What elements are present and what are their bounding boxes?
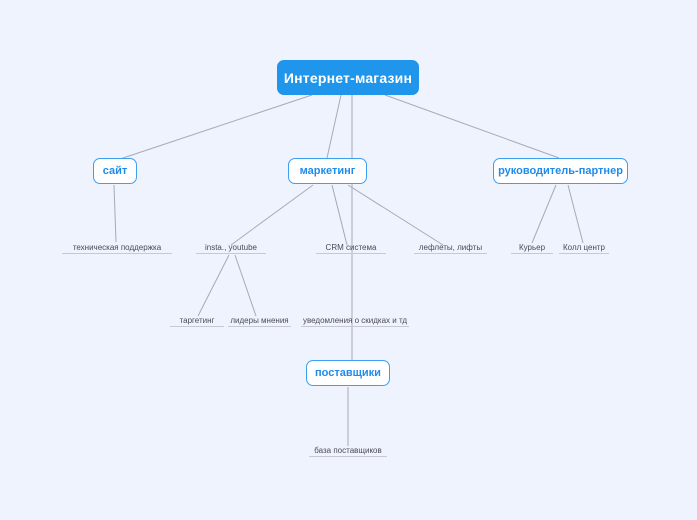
node-crm-system[interactable]: CRM система <box>316 241 386 254</box>
edge-marketing-insta-youtube <box>230 184 314 246</box>
node-courier[interactable]: Курьер <box>511 241 553 254</box>
edge-root-manager-partner <box>384 94 560 159</box>
node-leaflets-lifts[interactable]: лефлеты, лифты <box>414 241 487 254</box>
edge-marketing-leaflets <box>347 184 444 246</box>
edge-root-site <box>116 94 313 161</box>
node-call-center[interactable]: Колл центр <box>559 241 609 254</box>
node-suppliers-database[interactable]: база поставщиков <box>309 444 387 457</box>
edge-site-tech-support <box>113 184 117 243</box>
node-tech-support[interactable]: техническая поддержка <box>62 241 172 254</box>
node-marketing[interactable]: маркетинг <box>288 158 367 184</box>
node-suppliers[interactable]: поставщики <box>306 360 390 386</box>
node-site[interactable]: сайт <box>93 158 137 184</box>
node-root[interactable]: Интернет-магазин <box>277 60 419 95</box>
node-opinion-leaders[interactable]: лидеры мнения <box>228 314 291 327</box>
edge-insta-targeting <box>197 254 230 317</box>
edge-root-marketing <box>326 94 342 159</box>
node-targeting[interactable]: таргетинг <box>170 314 224 327</box>
edge-insta-opinion-leaders <box>234 254 257 317</box>
edge-manager-courier <box>531 184 557 244</box>
edge-manager-call-center <box>567 184 584 244</box>
node-insta-youtube[interactable]: insta., youtube <box>196 241 266 254</box>
node-discount-notifications[interactable]: уведомления о скидках и тд <box>301 316 409 327</box>
node-manager-partner[interactable]: руководитель-партнер <box>493 158 628 184</box>
edge-marketing-crm <box>331 184 348 246</box>
